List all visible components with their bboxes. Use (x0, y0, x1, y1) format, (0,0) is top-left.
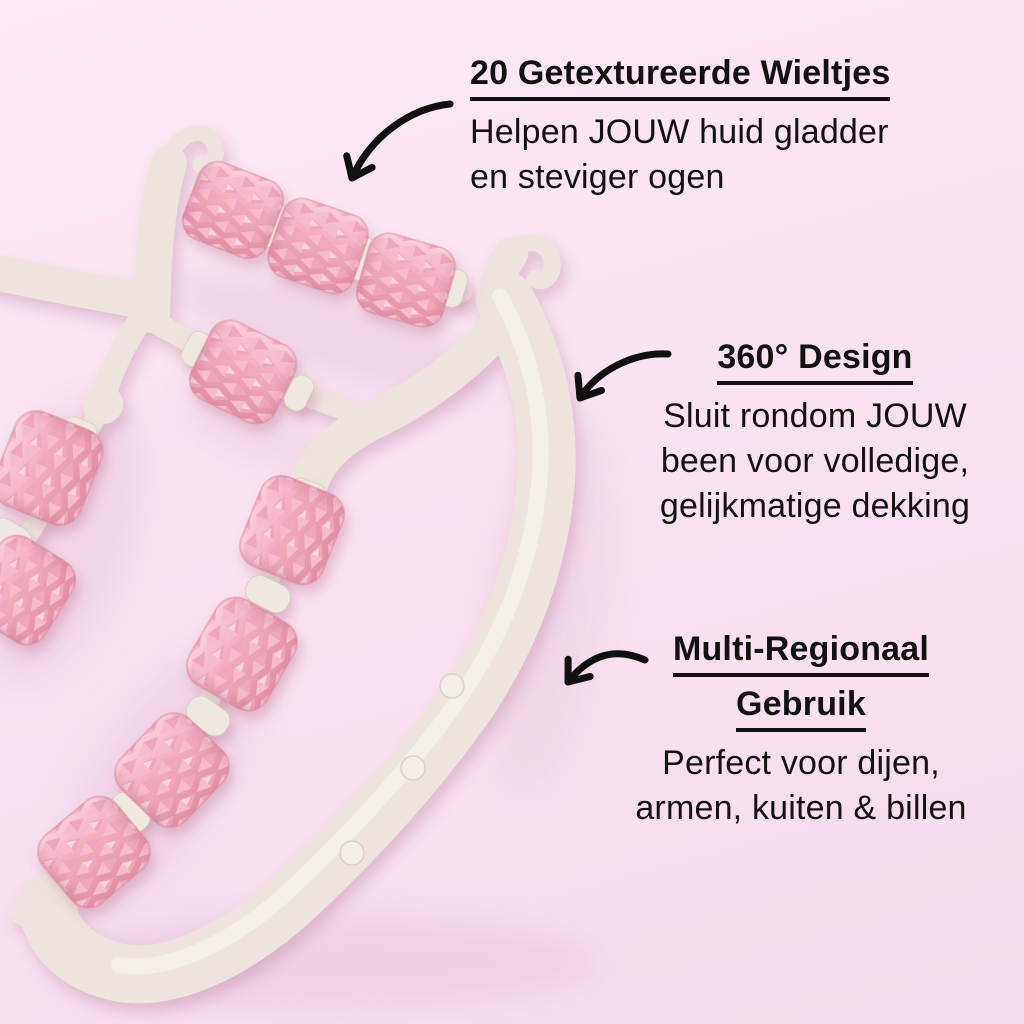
annotation-body: Perfect voor dijen, armen, kuiten & bill… (594, 741, 1008, 831)
annotation-heading: 360° Design (610, 336, 1020, 385)
annotation-body-line: armen, kuiten & billen (635, 789, 967, 827)
annotation-heading: 20 Getextureerde Wieltjes (470, 52, 1015, 101)
annotation-body: Helpen JOUW huid gladder en steviger oge… (470, 110, 1015, 200)
frame-sheen (111, 288, 549, 975)
annotation-heading-text: Multi-Regionaal (672, 628, 930, 677)
annotation-heading: Multi-Regionaal (594, 628, 1008, 677)
annotation-body-line: Helpen JOUW huid gladder (470, 113, 889, 151)
annotation-body: Sluit rondom JOUW been voor volledige, g… (610, 394, 1020, 529)
curved-arrow-bottom-icon (564, 650, 649, 686)
curved-arrow-middle-icon (574, 350, 672, 402)
grip-bump (339, 840, 365, 866)
annotation-body-line: Perfect voor dijen, (662, 744, 940, 782)
roller-wheel (232, 468, 352, 592)
frame-left-branch (0, 255, 168, 320)
annotation-body-line: been voor volledige, (660, 442, 970, 480)
annotation-body-line: gelijkmatige dekking (659, 487, 971, 525)
curved-arrow-top-icon (343, 100, 454, 182)
grip-bump (400, 755, 426, 781)
frame-handle-nub (11, 900, 37, 926)
frame-ball-joint (83, 384, 123, 424)
annotation-body-line: Sluit rondom JOUW (663, 397, 967, 435)
grip-bump (439, 673, 465, 699)
annotation-heading-text: Gebruik (736, 683, 866, 732)
annotation-360-design: 360° Design Sluit rondom JOUW been voor … (610, 336, 1020, 529)
annotation-heading-text: 20 Getextureerde Wieltjes (470, 52, 891, 101)
frame-left-hook-curl (161, 124, 224, 174)
callout-arrows (343, 100, 672, 686)
annotation-heading: Gebruik (594, 683, 1008, 732)
grip-bumps (339, 673, 465, 866)
annotation-heading-text: 360° Design (717, 336, 913, 385)
frame-right-hook-curl (502, 234, 561, 289)
annotation-textured-wheels: 20 Getextureerde Wieltjes Helpen JOUW hu… (470, 52, 1015, 200)
annotation-body-line: en steviger ogen (470, 158, 725, 196)
annotation-multi-regional: Multi-Regionaal Gebruik Perfect voor dij… (594, 628, 1008, 831)
